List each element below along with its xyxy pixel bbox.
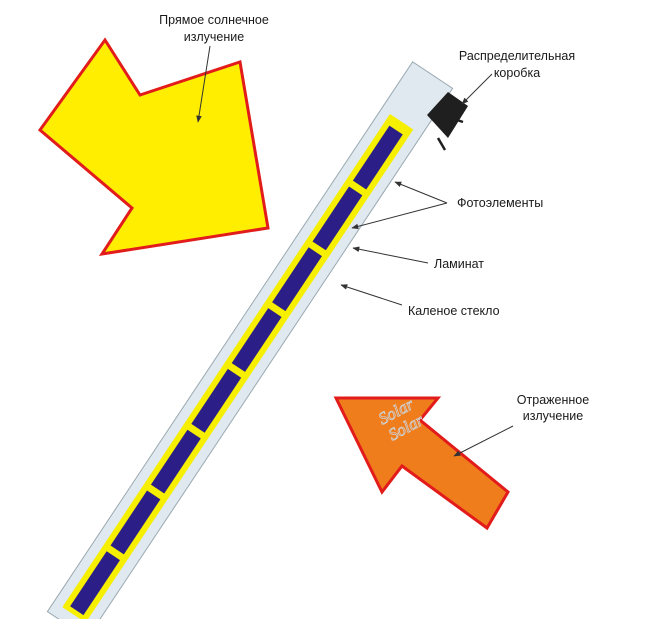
photo-cell: [110, 490, 161, 555]
photo-cell: [272, 247, 322, 312]
junction-box-icon: [427, 92, 468, 151]
leader-laminate: [352, 246, 429, 264]
photo-cell: [191, 368, 242, 433]
leader-reflected: [453, 425, 514, 457]
label-direct-line2: излучение: [184, 30, 244, 44]
photo-cell: [352, 125, 403, 190]
leader-cells-lower: [351, 202, 448, 230]
solar-panel: [46, 61, 454, 619]
leader-lines: [196, 45, 514, 457]
label-direct-line1: Прямое солнечное: [159, 13, 269, 27]
label-reflected-line1: Отраженное: [517, 393, 589, 407]
label-reflected-line2: излучение: [523, 409, 583, 423]
photo-cell: [231, 308, 282, 372]
leader-junction: [461, 73, 493, 105]
photo-cell: [312, 186, 363, 251]
photo-cells: [70, 125, 403, 616]
label-cells: Фотоэлементы: [457, 196, 543, 210]
photo-cell: [150, 429, 201, 494]
reflected-light-arrow-icon: [333, 396, 510, 531]
label-junction-line1: Распределительная: [459, 49, 575, 63]
leader-direct: [196, 45, 211, 123]
leader-glass: [340, 284, 403, 306]
photo-cell: [70, 551, 120, 616]
label-glass: Каленое стекло: [408, 304, 500, 318]
direct-sunlight-arrow-icon: [37, 37, 270, 257]
leader-cells-upper: [394, 181, 448, 204]
label-junction-line2: коробка: [494, 66, 540, 80]
label-laminate: Ламинат: [434, 257, 484, 271]
